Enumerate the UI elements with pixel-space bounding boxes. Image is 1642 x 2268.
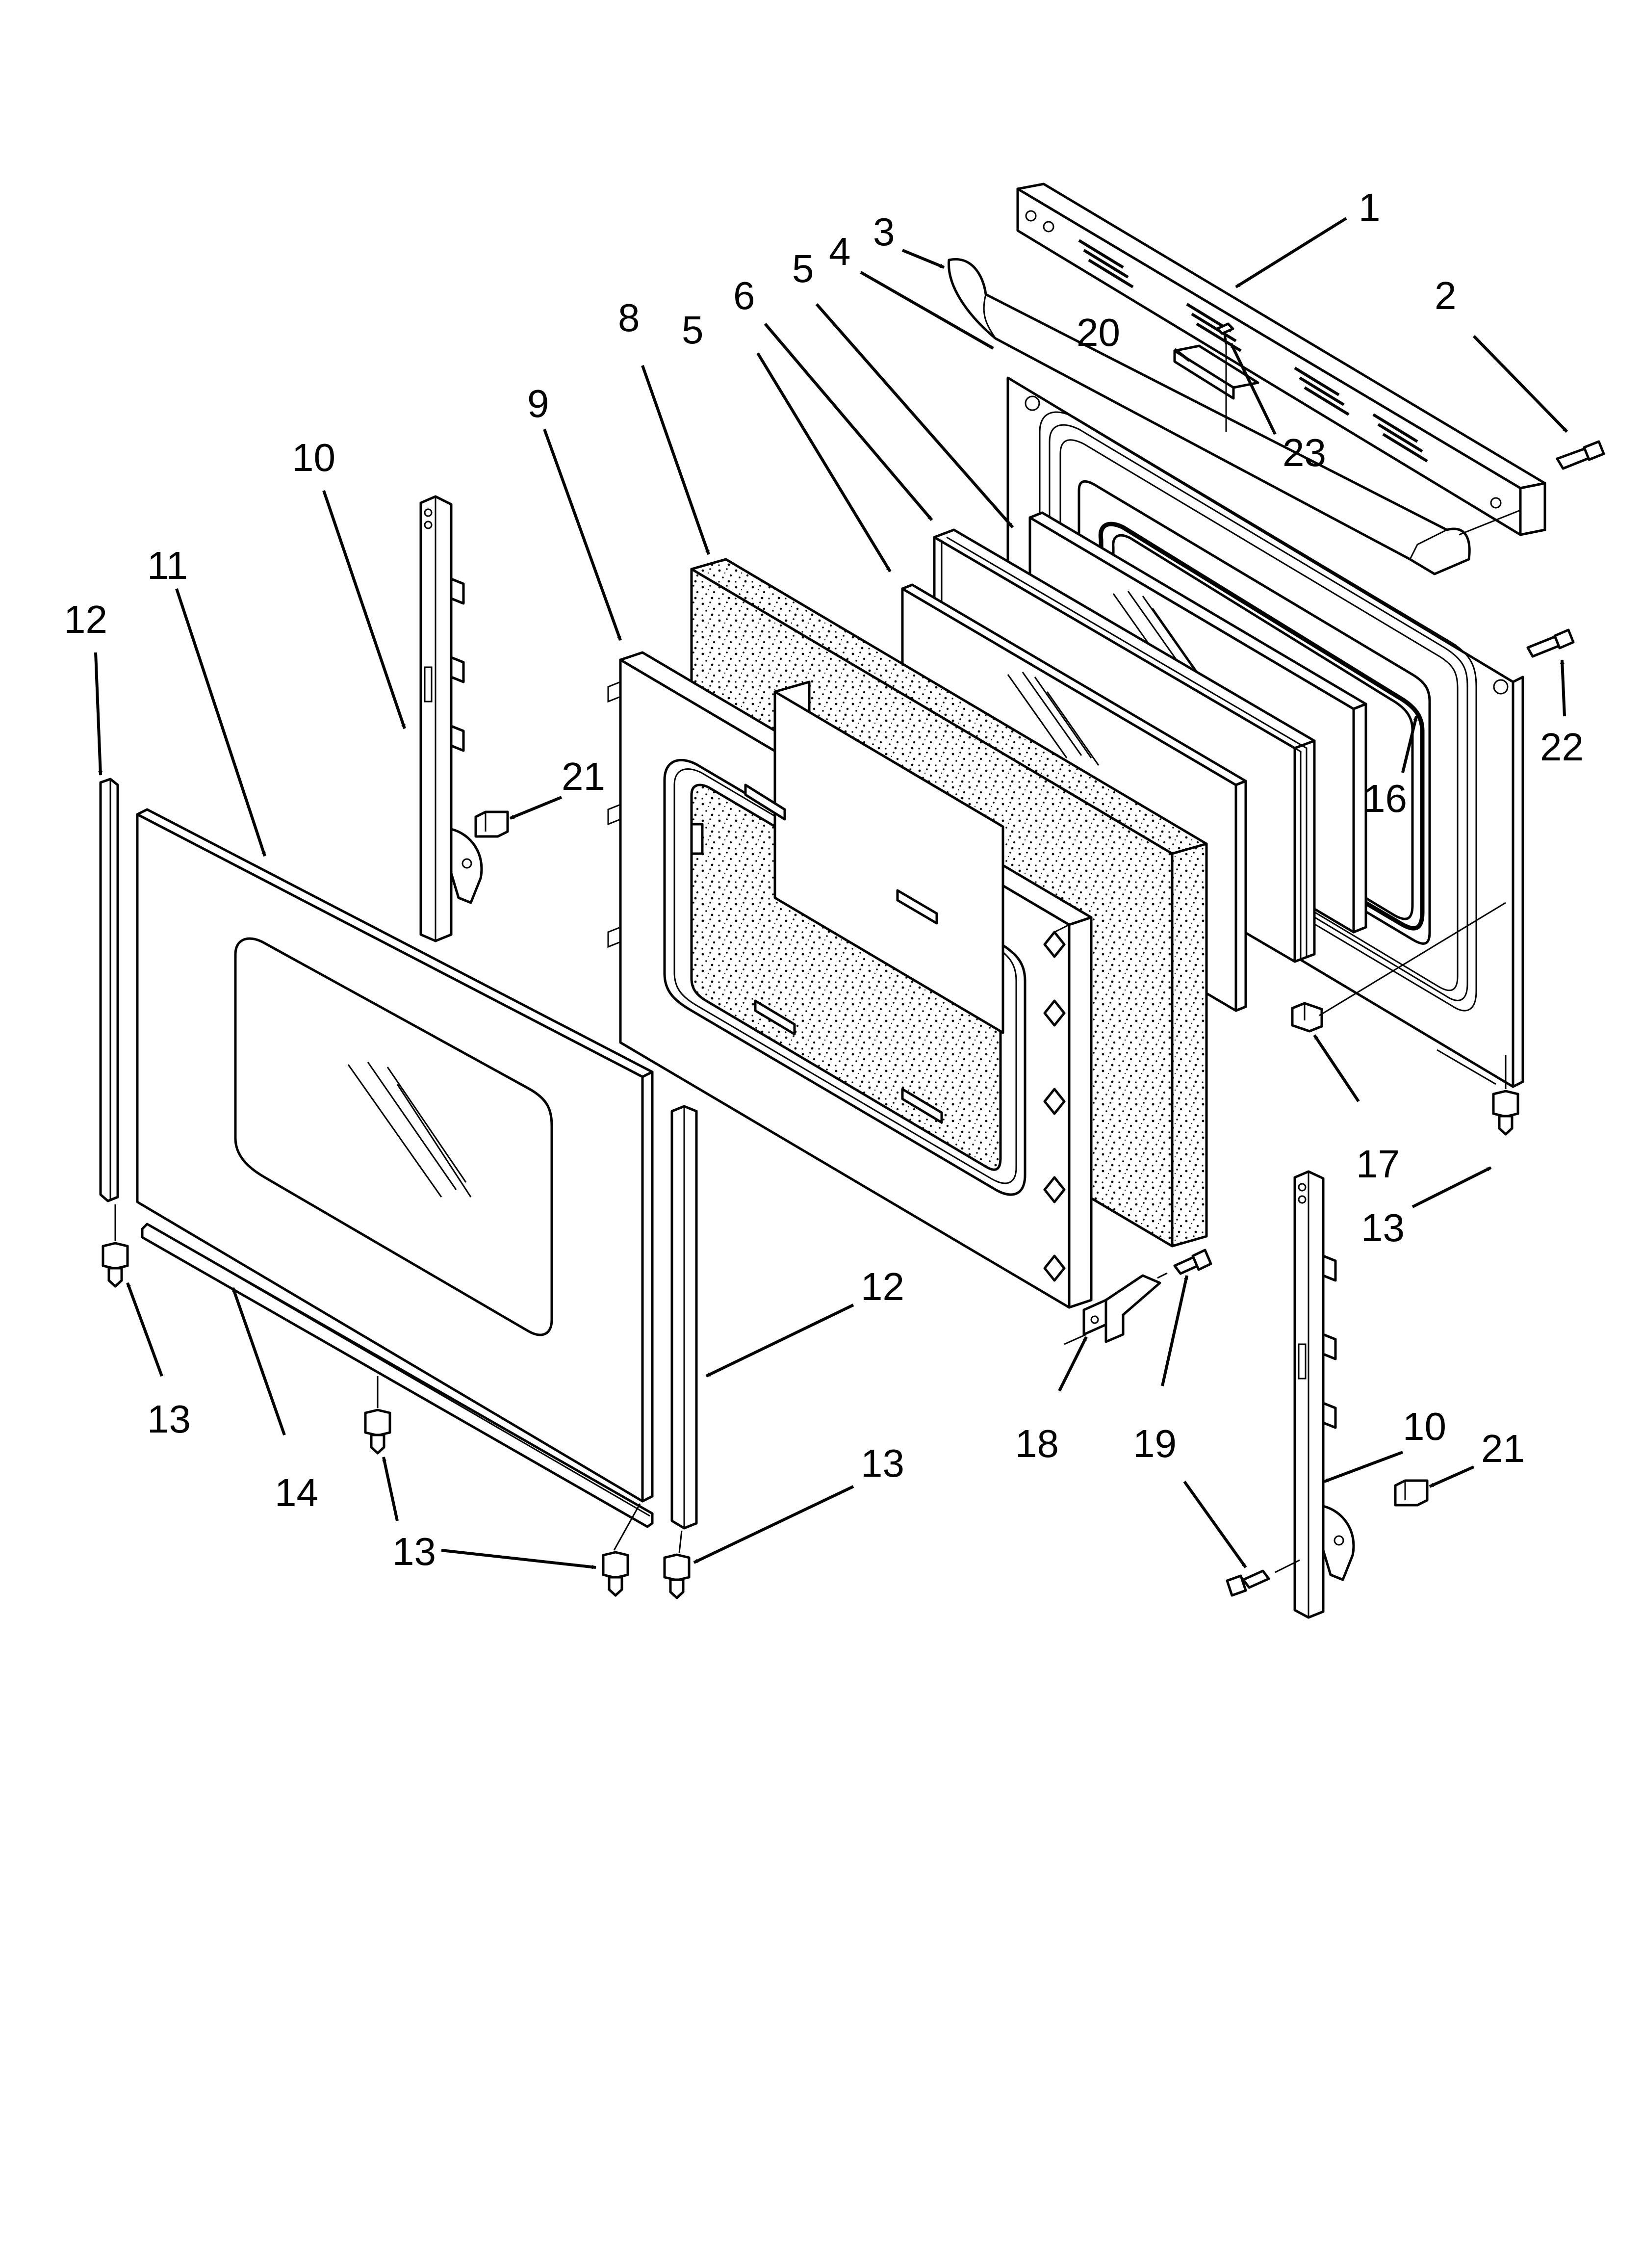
part-21-clip-upper: [474, 810, 509, 838]
leader-1: [1235, 217, 1347, 288]
part-13-screw-d: [663, 1553, 691, 1599]
part-1-vent-trim: [1016, 182, 1546, 536]
callout-23: 23: [1283, 431, 1326, 474]
callout-2: 2: [1435, 274, 1457, 317]
callout-5b: 5: [682, 308, 704, 352]
callout-8: 8: [618, 296, 640, 339]
part-12-side-trim-right: [670, 1105, 698, 1530]
part-14-bottom-trim: [141, 1223, 654, 1528]
callout-10b: 10: [1403, 1405, 1446, 1448]
leader-14: [231, 1287, 286, 1435]
callout-21b: 21: [1481, 1427, 1525, 1470]
part-12-side-trim-left: [99, 778, 119, 1202]
leader-21b: [1429, 1465, 1475, 1488]
part-13-screw-b: [364, 1408, 391, 1455]
callout-20: 20: [1077, 311, 1120, 354]
leader-11: [175, 588, 266, 857]
leader-10a: [322, 490, 406, 729]
leader-13a: [126, 1282, 163, 1377]
leader-17: [1313, 1034, 1360, 1102]
callout-5a: 5: [792, 247, 814, 290]
leader-19b: [1183, 1481, 1247, 1568]
part-20-bracket: [1173, 344, 1259, 400]
leader-13d: [693, 1485, 854, 1564]
part-19-screw-lower: [1226, 1569, 1270, 1597]
callout-21a: 21: [562, 755, 605, 798]
part-2-screw: [1556, 440, 1605, 470]
callout-22: 22: [1540, 725, 1584, 769]
callout-labels: 1 2 3 4 5 5 6 8 9 10 10 11 12 12 13 13 1…: [64, 185, 1584, 1573]
part-19-screw-upper: [1173, 1249, 1212, 1275]
leader-2: [1472, 335, 1568, 433]
leader-8: [641, 365, 710, 555]
leader-13c: [441, 1549, 596, 1569]
part-11-outer-door-panel: [136, 808, 654, 1503]
part-10-hinge-right: [1293, 1170, 1355, 1619]
leader-20: [1174, 348, 1190, 362]
leader-arrows: [94, 217, 1568, 1569]
leader-21a: [509, 796, 563, 820]
leader-18: [1058, 1336, 1088, 1392]
leader-16: [1401, 716, 1418, 773]
part-17-clip: [1291, 1002, 1323, 1033]
part-13-screw-c: [602, 1551, 629, 1597]
callout-9: 9: [527, 382, 549, 425]
callout-4: 4: [829, 230, 851, 273]
leader-3: [901, 249, 945, 269]
leader-6: [764, 323, 933, 521]
leader-13b: [382, 1457, 399, 1521]
callout-10a: 10: [292, 436, 335, 479]
leader-9: [543, 428, 622, 641]
callout-13d: 13: [1361, 1206, 1405, 1250]
leader-4: [860, 271, 994, 350]
part-9-door-frame: [607, 651, 1093, 1309]
callout-14: 14: [275, 1471, 318, 1514]
alignment-lines: [114, 509, 1521, 1573]
part-18-bracket: [1082, 1274, 1161, 1343]
part-13-screw-a: [102, 1242, 129, 1288]
leader-5a: [815, 303, 1014, 528]
callout-12a: 12: [64, 598, 107, 641]
leader-23: [1230, 342, 1277, 435]
leader-22: [1560, 659, 1566, 717]
part-22-screw: [1526, 628, 1575, 658]
callout-3: 3: [873, 210, 895, 254]
callout-12b: 12: [861, 1265, 904, 1308]
callout-13b: 13: [392, 1530, 436, 1573]
part-21-clip-lower: [1394, 1479, 1429, 1507]
part-10-hinge-left: [419, 495, 483, 942]
callout-1: 1: [1359, 185, 1381, 229]
part-23-screw: [1216, 322, 1234, 432]
callout-17: 17: [1356, 1142, 1400, 1186]
part-13-screw-e: [1492, 1090, 1519, 1136]
leader-5b: [756, 352, 892, 573]
leader-10b: [1323, 1451, 1404, 1483]
callout-11: 11: [147, 544, 188, 587]
callout-18: 18: [1015, 1422, 1059, 1465]
leader-19a: [1161, 1275, 1188, 1386]
callout-16: 16: [1363, 777, 1407, 820]
part-3-door-handle: [948, 258, 1471, 575]
callout-13c: 13: [861, 1441, 904, 1485]
leader-12a: [94, 652, 103, 776]
leader-13e: [1411, 1166, 1492, 1208]
callout-13a: 13: [147, 1397, 191, 1441]
callout-6: 6: [733, 274, 755, 317]
leader-12b: [705, 1303, 854, 1378]
callout-19: 19: [1133, 1422, 1177, 1465]
